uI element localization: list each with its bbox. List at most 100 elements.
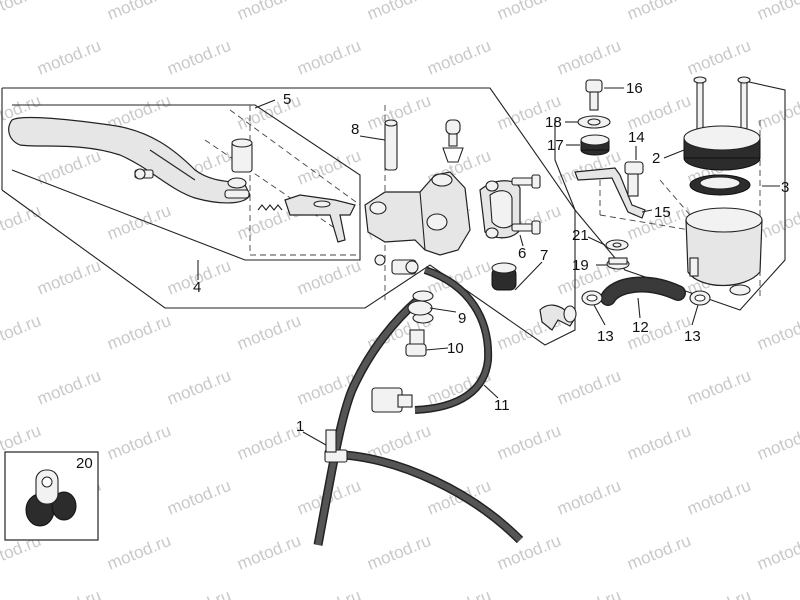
watermark-text: motod.ru (294, 36, 363, 79)
watermark-text: motod.ru (104, 0, 173, 24)
watermark-text: motod.ru (164, 366, 233, 409)
callout-18: 18 (545, 114, 562, 131)
brake-switch-cable-11 (371, 266, 493, 414)
callout-7: 7 (540, 247, 548, 264)
callout-11: 11 (494, 397, 510, 414)
watermark-text: motod.ru (294, 256, 363, 299)
reservoir-screw-16 (585, 79, 603, 111)
callout-3: 3 (781, 179, 789, 196)
reservoir-cap-screws (693, 76, 751, 131)
callout-12: 12 (632, 319, 649, 336)
watermark-text: motod.ru (0, 311, 44, 354)
callout-1: 1 (296, 418, 304, 435)
brake-switch (442, 119, 464, 163)
reservoir-seal-17 (580, 134, 610, 156)
watermark-text: motod.ru (234, 531, 303, 574)
reservoir-cap-2 (683, 125, 761, 171)
callout-19: 19 (572, 257, 589, 274)
spring (257, 204, 283, 211)
callout-6: 6 (518, 245, 526, 262)
watermark-text: motod.ru (754, 421, 800, 464)
piston-rod (384, 119, 398, 171)
hose-clip-13-left (581, 290, 603, 306)
watermark-text: motod.ru (234, 311, 303, 354)
callout-17: 17 (547, 137, 564, 154)
lever-bushing (231, 138, 253, 173)
hose-clip-13-right (689, 290, 711, 306)
brake-hose-1 (313, 296, 524, 546)
adjuster-bracket (284, 194, 356, 243)
reservoir-washer-18 (577, 115, 611, 129)
reservoir-screw-14 (624, 161, 644, 197)
watermark-text: motod.ru (34, 586, 103, 600)
callout-21: 21 (572, 227, 589, 244)
watermark-text: motod.ru (104, 201, 173, 244)
watermark-text: motod.ru (234, 421, 303, 464)
reservoir-diaphragm-3 (689, 174, 751, 196)
reservoir-bracket-15 (574, 167, 646, 219)
watermark-text: motod.ru (424, 586, 493, 600)
watermark-text: motod.ru (234, 91, 303, 134)
callout-16: 16 (626, 80, 643, 97)
inset-box (4, 451, 99, 541)
callout-9: 9 (458, 310, 466, 327)
watermark-text: motod.ru (0, 201, 44, 244)
watermark-text: motod.ru (754, 531, 800, 574)
watermark-text: motod.ru (364, 91, 433, 134)
watermark-text: motod.ru (34, 36, 103, 79)
leader-lines (197, 87, 780, 446)
watermark-text: motod.ru (424, 36, 493, 79)
grommet-19 (606, 257, 630, 270)
watermark-text: motod.ru (684, 586, 753, 600)
watermark-text: motod.ru (554, 36, 623, 79)
watermark-text: motod.ru (364, 0, 433, 24)
callout-4: 4 (193, 279, 201, 296)
watermark-text: motod.ru (104, 531, 173, 574)
reservoir-grommet (491, 262, 517, 291)
callout-14: 14 (628, 129, 645, 146)
callout-labels: 1 2 3 4 5 6 7 8 9 10 11 12 13 13 14 15 1… (76, 80, 789, 472)
watermark-text: motod.ru (494, 531, 563, 574)
watermark-text: motod.ru (684, 36, 753, 79)
washer-21 (605, 239, 629, 251)
callout-5: 5 (283, 91, 291, 108)
watermark-text: motod.ru (104, 311, 173, 354)
watermark-text: motod.ru (164, 476, 233, 519)
watermark-text: motod.ru (554, 366, 623, 409)
watermark-text: motod.ru (754, 311, 800, 354)
watermark-text: motod.ru (624, 91, 693, 134)
watermark-text: motod.ru (624, 0, 693, 24)
watermark-text: motod.ru (34, 256, 103, 299)
callout-8: 8 (351, 121, 359, 138)
watermark-text: motod.ru (624, 531, 693, 574)
master-cylinder-body (364, 171, 471, 256)
lever-pin (134, 168, 154, 180)
banjo-fitting (374, 254, 419, 275)
watermark-text: motod.ru (754, 91, 800, 134)
banjo-bolt-10 (405, 329, 427, 357)
callout-13-right: 13 (684, 328, 701, 345)
watermark-text: motod.ru (494, 0, 563, 24)
watermark-text: motod.ru (164, 36, 233, 79)
watermark-text: motod.ru (0, 0, 44, 24)
watermark-text: motod.ru (554, 586, 623, 600)
hose-elbow (539, 304, 577, 331)
watermark-text: motod.ru (164, 586, 233, 600)
watermark-text: motod.ru (684, 476, 753, 519)
watermark-text: motod.ru (104, 421, 173, 464)
reservoir-hose-12 (600, 276, 686, 306)
watermark-text: motod.ru (494, 421, 563, 464)
watermark-text: motod.ru (234, 0, 303, 24)
washer-9 (407, 290, 434, 324)
reservoir-body (685, 207, 763, 296)
callout-2: 2 (652, 150, 660, 167)
watermark-text: motod.ru (754, 0, 800, 24)
callout-13-left: 13 (597, 328, 614, 345)
handlebar-clamp (479, 180, 521, 239)
callout-20: 20 (76, 455, 93, 472)
brake-lever (8, 116, 251, 204)
clamp-screws (511, 174, 541, 235)
watermark-text: motod.ru (34, 366, 103, 409)
watermark-text: motod.ru (684, 366, 753, 409)
